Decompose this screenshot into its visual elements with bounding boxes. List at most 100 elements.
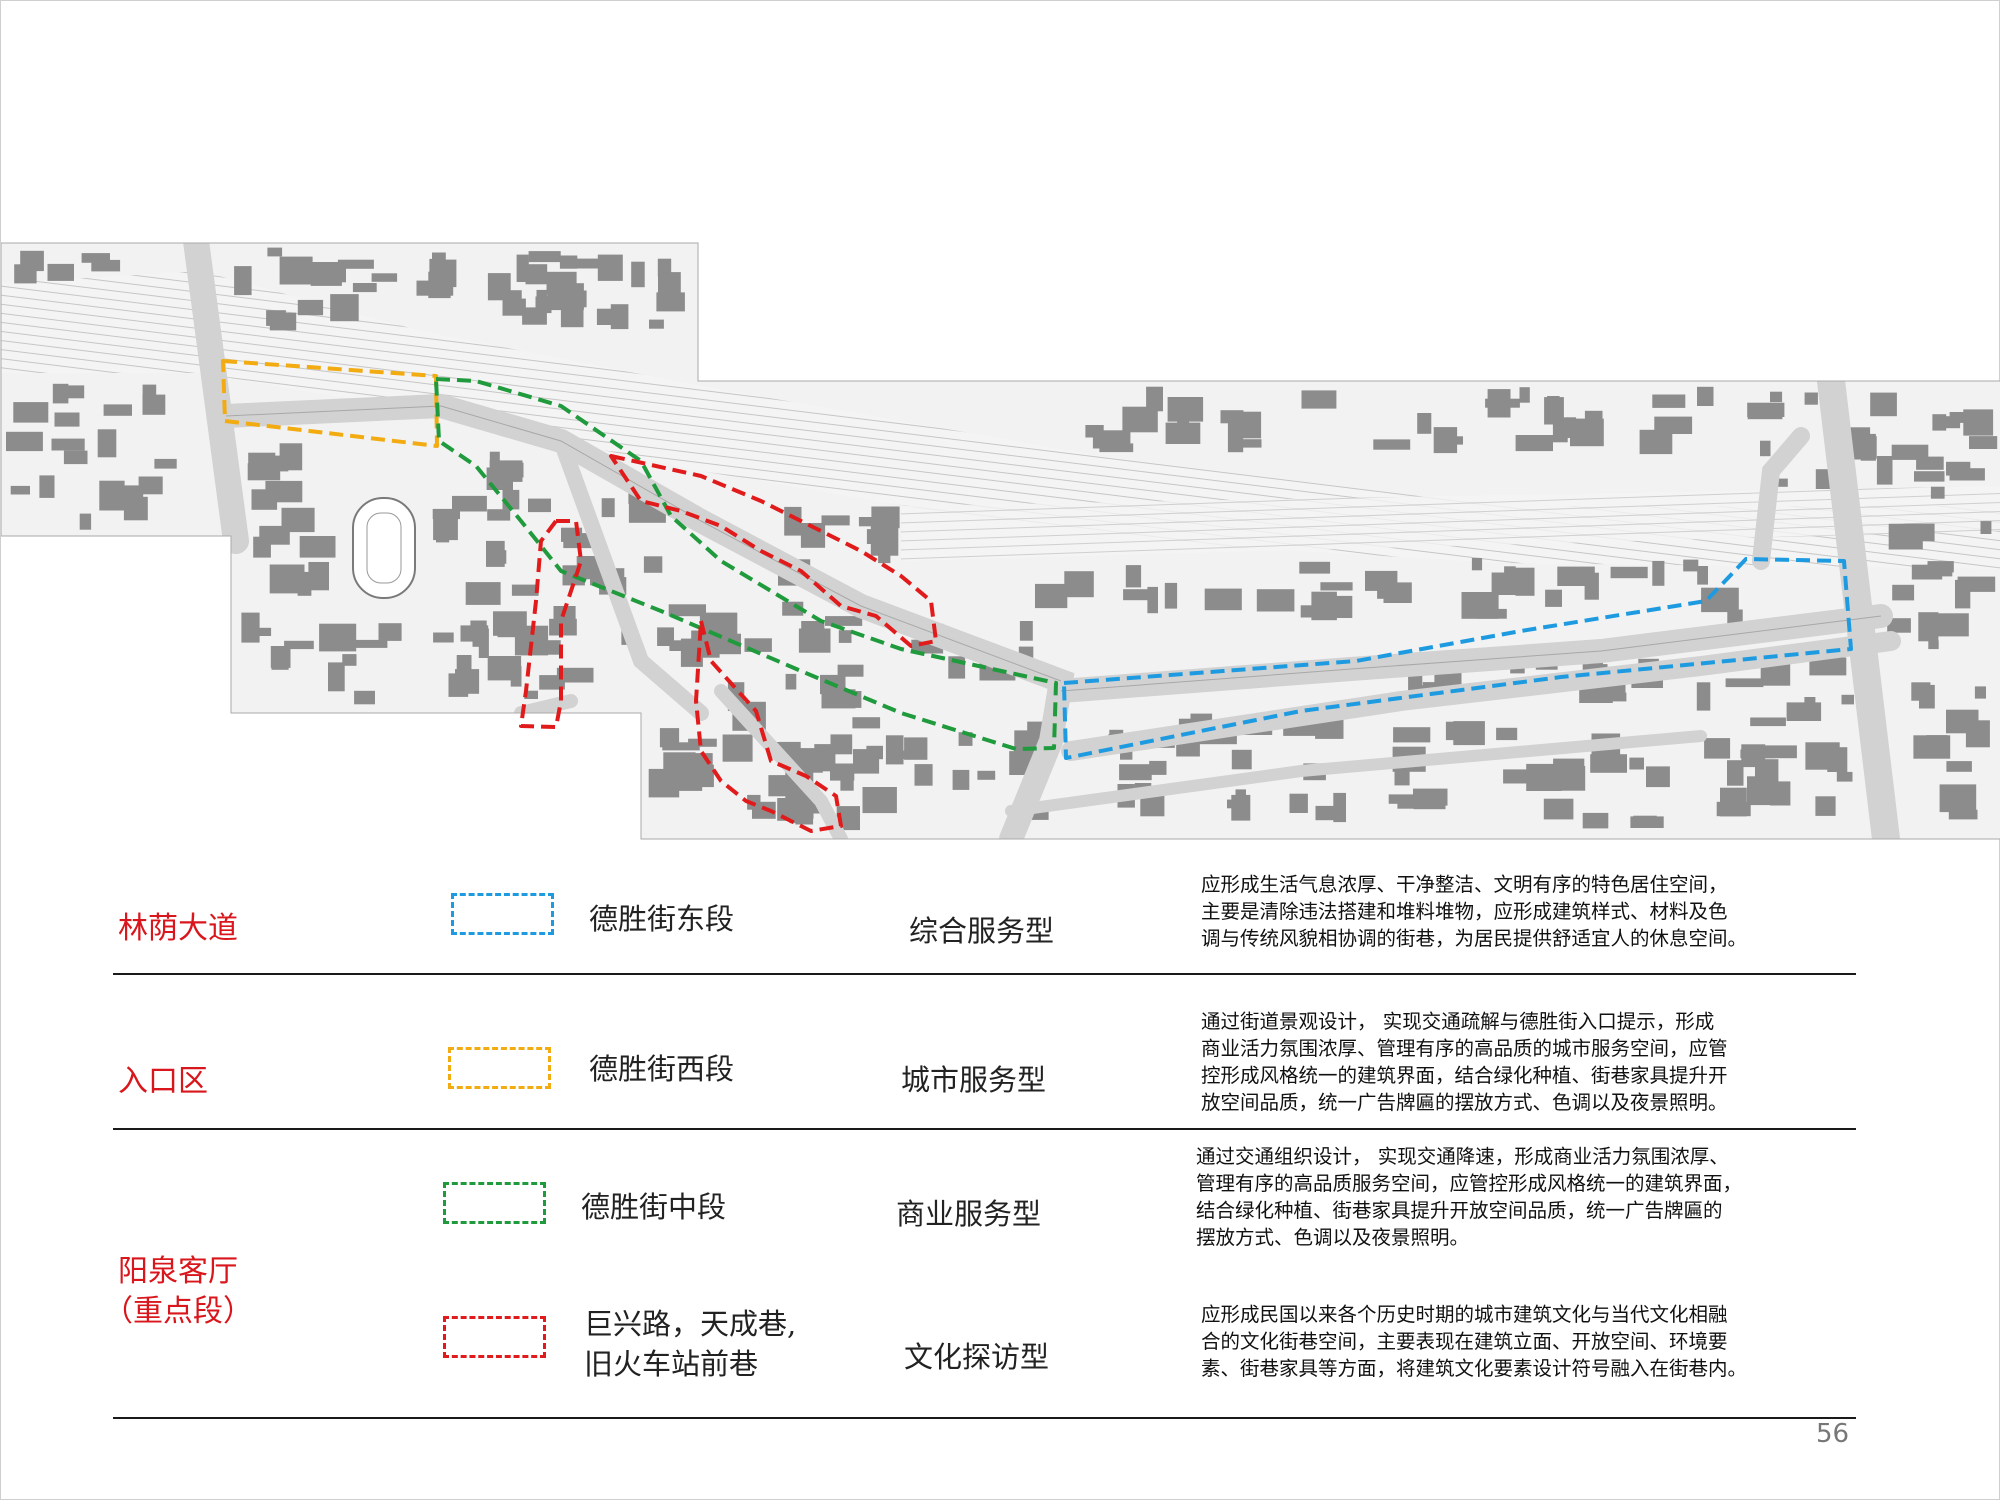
- building: [1969, 436, 1998, 449]
- building: [668, 604, 706, 617]
- building: [1122, 406, 1158, 433]
- building: [1397, 798, 1415, 809]
- desc-line: 控形成风格统一的建筑界面，结合绿化种植、街巷家具提升开: [1201, 1064, 1728, 1087]
- building: [1165, 422, 1201, 444]
- building: [433, 632, 454, 643]
- building-footprints: [6, 247, 1998, 831]
- building: [1946, 761, 1972, 772]
- building: [1231, 794, 1251, 821]
- building: [1891, 444, 1929, 460]
- building: [816, 752, 833, 768]
- legend-segment-east: 德胜街东段: [589, 902, 735, 936]
- building: [1963, 409, 1994, 436]
- building: [1760, 440, 1771, 457]
- building: [1805, 742, 1840, 770]
- building: [688, 738, 717, 747]
- building: [643, 556, 663, 573]
- building: [1836, 771, 1853, 782]
- building: [1256, 589, 1295, 612]
- building: [267, 247, 283, 257]
- building: [648, 768, 680, 798]
- building: [1504, 566, 1516, 579]
- building: [1750, 717, 1786, 727]
- building: [1935, 613, 1969, 637]
- desc-line: 调与传统风貌相协调的街巷，为居民提供舒适宜人的休息空间。: [1201, 927, 1748, 950]
- building: [253, 536, 271, 558]
- legend-type-middle: 商业服务型: [896, 1197, 1042, 1231]
- building: [506, 290, 522, 305]
- building: [1610, 566, 1648, 579]
- legend-type-culture: 文化探访型: [904, 1340, 1050, 1374]
- building: [1299, 561, 1331, 574]
- building: [785, 673, 797, 690]
- building: [1888, 523, 1923, 550]
- building: [1383, 582, 1412, 603]
- building: [1393, 727, 1431, 743]
- building: [1147, 586, 1158, 614]
- building: [1786, 702, 1822, 721]
- segment-line: 巨兴路，天成巷,: [584, 1307, 797, 1341]
- building: [486, 540, 505, 567]
- building: [378, 623, 402, 641]
- building: [1740, 749, 1776, 759]
- district-outlines: [221, 359, 1853, 833]
- building: [342, 654, 357, 666]
- building: [825, 616, 863, 626]
- building: [436, 527, 450, 543]
- building: [478, 628, 489, 658]
- legend-desc-west: 通过街道景观设计， 实现交通疏解与德胜街入口提示，形成 商业活力氛围浓厚、管理有…: [1201, 1008, 1728, 1116]
- building: [1747, 408, 1783, 420]
- building: [563, 533, 594, 549]
- site-plan-map: [1, 242, 2000, 840]
- building: [79, 513, 92, 530]
- building: [1147, 389, 1162, 411]
- zone-label-parlor-note: （重点段）: [103, 1294, 253, 1329]
- legend-swatch-west: [448, 1047, 551, 1089]
- building: [352, 283, 377, 293]
- building: [1600, 692, 1627, 702]
- building: [442, 513, 455, 525]
- building: [952, 769, 970, 790]
- building: [1716, 801, 1751, 817]
- building: [1311, 591, 1337, 621]
- legend-swatch-middle: [443, 1182, 546, 1224]
- building: [838, 630, 852, 643]
- building: [142, 384, 157, 409]
- building: [1887, 618, 1911, 633]
- building: [1916, 568, 1953, 577]
- building: [789, 813, 812, 824]
- building: [1119, 764, 1152, 781]
- desc-line: 素、街巷家具等方面，将建筑文化要素设计符号融入在街巷内。: [1201, 1357, 1748, 1380]
- building: [1870, 392, 1897, 417]
- building: [1315, 719, 1344, 739]
- building: [522, 307, 547, 325]
- desc-line: 放空间品质，统一广告牌匾的摆放方式、色调以及夜景照明。: [1201, 1091, 1728, 1114]
- culture-lanes-outline: [519, 454, 938, 833]
- legend-desc-middle: 通过交通组织设计， 实现交通降速，形成商业活力氛围浓厚、 管理有序的高品质服务空…: [1196, 1143, 1742, 1251]
- building: [97, 429, 117, 458]
- railway-tracks-east: [901, 486, 2000, 561]
- building: [432, 252, 446, 266]
- building: [1652, 394, 1686, 408]
- building: [657, 258, 672, 277]
- desc-line: 商业活力氛围浓厚、管理有序的高品质的城市服务空间，应管: [1201, 1037, 1728, 1060]
- building: [279, 443, 303, 471]
- building: [1918, 612, 1939, 642]
- building: [1926, 735, 1948, 751]
- building: [465, 582, 501, 605]
- building: [1164, 582, 1178, 609]
- legend-swatch-east: [451, 893, 554, 935]
- building: [91, 259, 121, 272]
- building: [1725, 678, 1764, 688]
- building: [328, 662, 345, 692]
- building: [354, 690, 375, 705]
- building: [62, 385, 85, 399]
- building: [10, 485, 30, 495]
- building: [1914, 471, 1945, 482]
- west-segment-outline: [221, 359, 439, 448]
- building: [597, 254, 623, 281]
- building: [862, 787, 897, 814]
- building: [1928, 640, 1939, 650]
- desc-line: 摆放方式、色调以及夜景照明。: [1196, 1226, 1470, 1249]
- building: [1683, 559, 1699, 572]
